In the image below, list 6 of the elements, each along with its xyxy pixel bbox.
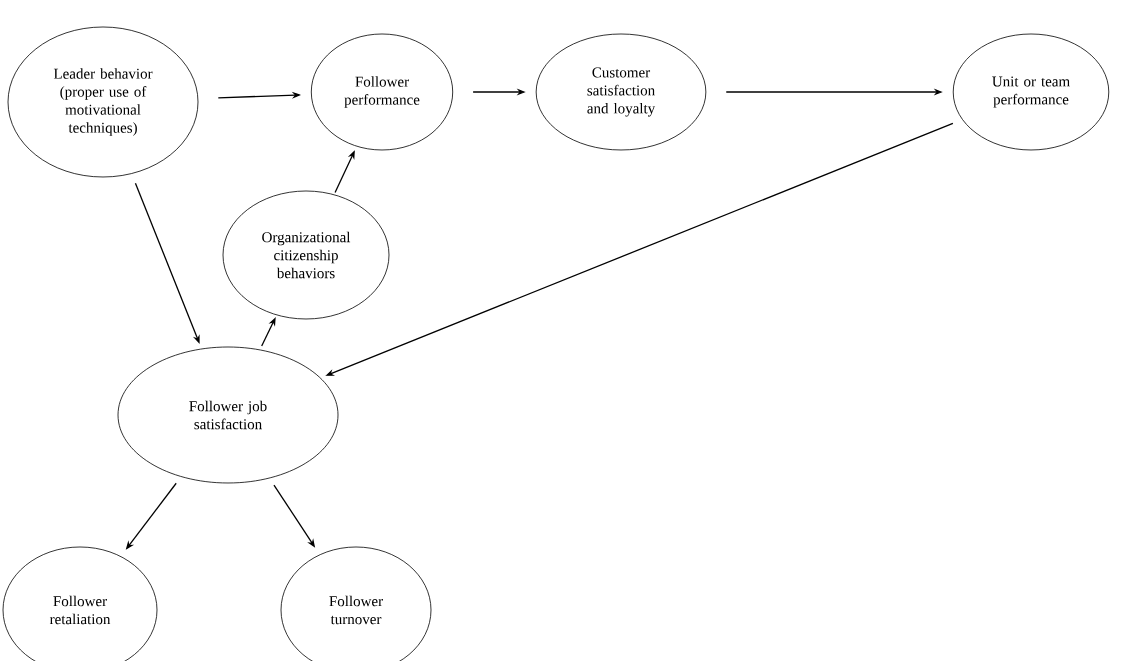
ellipse-node: Customer satisfaction and loyalty xyxy=(535,33,707,151)
ellipse-node: Unit or team performance xyxy=(952,33,1110,151)
ellipse-node: Organizational citizenship behaviors xyxy=(222,190,390,320)
ellipse-node: Leader behavior (proper use of motivational techniques) xyxy=(7,26,199,178)
ellipse-node: Follower performance xyxy=(310,33,454,151)
ellipse-node: Follower job satisfaction xyxy=(117,346,339,484)
